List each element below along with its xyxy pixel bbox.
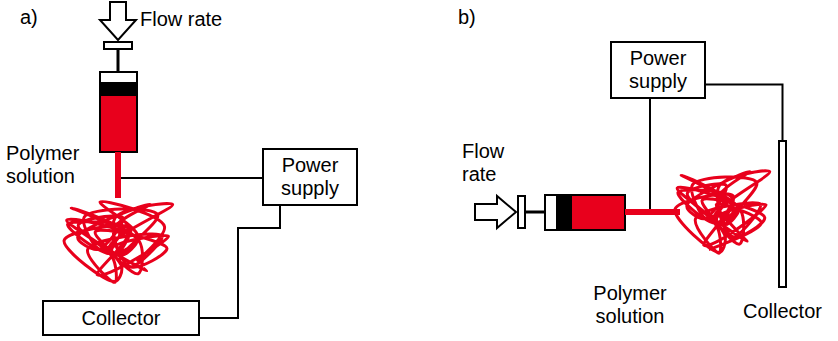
wire: [200, 206, 280, 318]
node-text: Power supply: [612, 45, 704, 95]
panel-letter: a): [20, 6, 38, 29]
fibre-tangle: [64, 202, 173, 283]
polymer-solution: [572, 196, 624, 229]
part-label: Polymer solution: [6, 142, 102, 188]
wire: [121, 177, 262, 179]
node-text: Collector: [743, 300, 822, 323]
device-box: Collector: [42, 300, 200, 336]
plunger-head: [104, 42, 132, 49]
needle: [625, 209, 680, 215]
flow-arrow: [100, 2, 136, 40]
node-text: Collector: [78, 305, 165, 332]
wire: [649, 99, 651, 209]
collector-plate: Collector: [778, 140, 787, 288]
device-box: Power supply: [610, 41, 706, 99]
node-text: Power supply: [264, 152, 356, 202]
plunger-stopper: [556, 196, 572, 229]
syringe-barrel: [100, 72, 137, 152]
part-label: Flow rate: [462, 140, 512, 186]
part-label: Polymer solution: [570, 282, 690, 328]
wire: [706, 85, 783, 141]
panel-letter: b): [458, 6, 476, 29]
syringe-barrel: [545, 195, 625, 230]
device-box: Power supply: [262, 148, 358, 206]
fibre-tangle: [675, 171, 770, 253]
plunger-head: [518, 196, 525, 228]
flow-arrow: [475, 196, 516, 228]
plunger-stopper: [101, 82, 136, 96]
needle: [115, 152, 121, 198]
polymer-solution: [101, 96, 136, 151]
part-label: Flow rate: [140, 8, 222, 31]
